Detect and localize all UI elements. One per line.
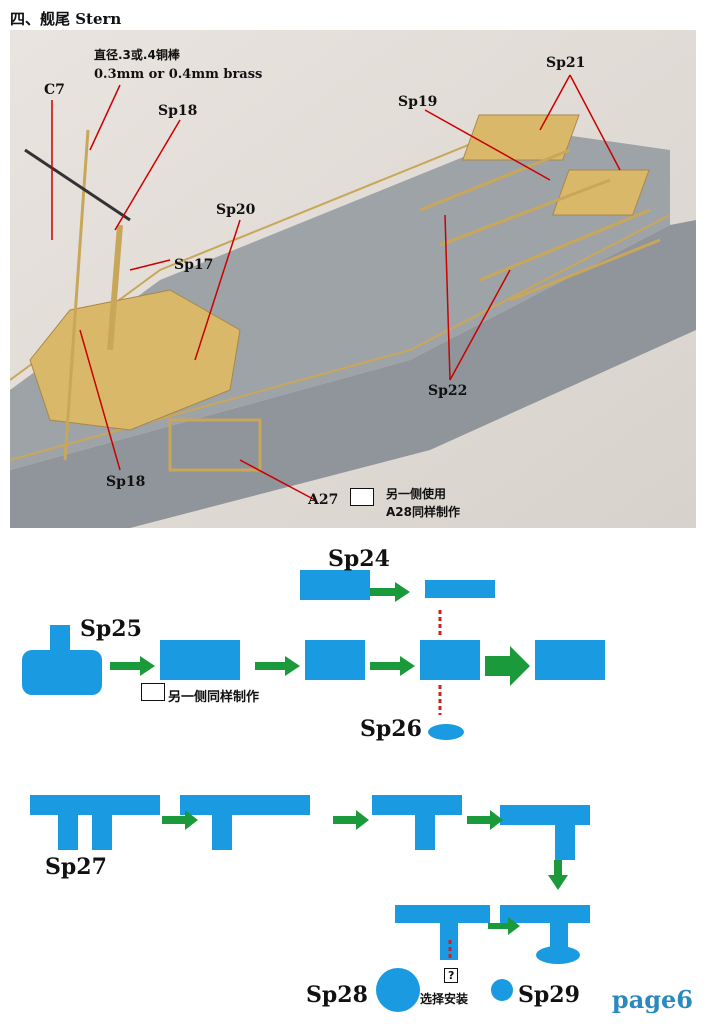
label-sp25-note: 另一侧同样制作: [168, 690, 260, 705]
label-a27: A27: [308, 492, 339, 508]
assembly-diagram: [22, 570, 605, 1012]
label-brass-en: 0.3mm or 0.4mm brass: [94, 67, 263, 82]
stern-photo: [10, 30, 696, 528]
label-sp18-bottom: Sp18: [106, 474, 146, 490]
label-sp21: Sp21: [546, 55, 586, 71]
label-a27-note-1: 另一侧使用: [386, 487, 447, 501]
label-sp28: Sp28: [306, 982, 368, 1008]
label-sp19: Sp19: [398, 94, 438, 110]
label-sp24: Sp24: [328, 546, 390, 572]
swap-side-icon: [350, 488, 374, 506]
label-sp25: Sp25: [80, 616, 142, 642]
label-sp18-top: Sp18: [158, 103, 198, 119]
label-choose: 选择安装: [420, 992, 469, 1006]
page-number: page6: [611, 985, 693, 1014]
label-a27-note-2: A28同样制作: [386, 505, 460, 519]
label-sp20: Sp20: [216, 202, 256, 218]
label-sp29: Sp29: [518, 982, 580, 1008]
label-sp27: Sp27: [45, 854, 107, 880]
label-c7: C7: [44, 82, 65, 98]
label-sp26: Sp26: [360, 716, 422, 742]
label-brass-cn: 直径.3或.4铜棒: [94, 48, 180, 62]
label-sp22: Sp22: [428, 383, 468, 399]
label-sp17: Sp17: [174, 257, 214, 273]
swap-side-icon-2: [141, 683, 165, 701]
section-title: 四、舰尾 Stern: [10, 10, 122, 28]
choose-mark: ?: [444, 968, 459, 983]
